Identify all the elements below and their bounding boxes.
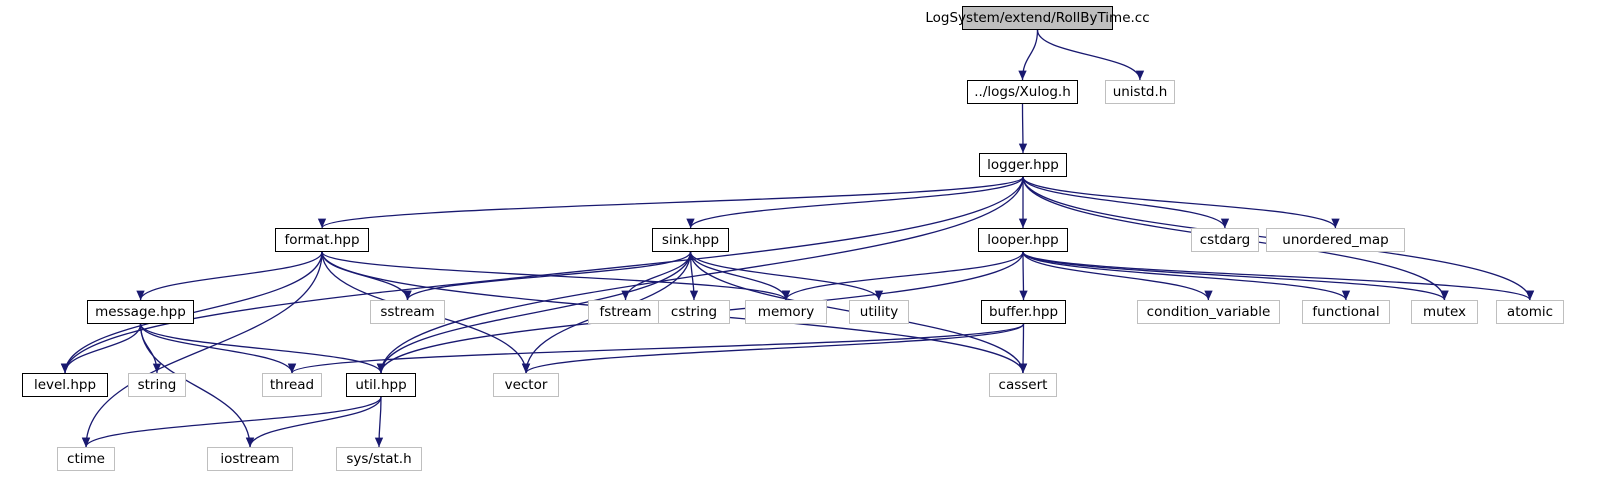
node-cassert: cassert: [989, 373, 1057, 397]
node-iostream: iostream: [207, 447, 293, 471]
edge-xulog-to-logger: [1018, 103, 1028, 154]
edge-logger-to-format: [318, 176, 1024, 229]
edge-looper-to-functional: [1022, 251, 1351, 301]
edge-logger-to-sink: [686, 176, 1024, 229]
edge-util-to-iostream: [245, 396, 382, 448]
edge-message-to-level: [60, 323, 142, 374]
edge-root-to-xulog: [1018, 29, 1039, 81]
node-message-hpp[interactable]: message.hpp: [87, 300, 194, 324]
node-buffer-hpp[interactable]: buffer.hpp: [981, 300, 1066, 324]
node-vector: vector: [493, 373, 559, 397]
node-string: string: [128, 373, 186, 397]
node-atomic: atomic: [1496, 300, 1564, 324]
edge-util-to-sysstat: [374, 396, 384, 448]
edge-sink-to-fstream: [621, 251, 692, 301]
node-sink-hpp[interactable]: sink.hpp: [652, 228, 729, 252]
node-sstream: sstream: [370, 300, 445, 324]
node-logger-hpp[interactable]: logger.hpp: [979, 153, 1067, 177]
edge-logger-to-util: [376, 176, 1024, 374]
node-unistd-h: unistd.h: [1105, 80, 1175, 104]
edge-looper-to-buffer: [1019, 251, 1028, 301]
node-mutex: mutex: [1411, 300, 1478, 324]
node-root[interactable]: LogSystem/extend/RollByTime.cc: [925, 6, 1150, 30]
node-ctime: ctime: [57, 447, 115, 471]
node-unordered-map: unordered_map: [1266, 228, 1405, 252]
edge-logger-to-umap: [1022, 176, 1340, 229]
edge-looper-to-atomic: [1022, 251, 1534, 301]
node-cstdarg: cstdarg: [1191, 228, 1259, 252]
edge-message-to-iostream: [139, 323, 255, 448]
node-looper-hpp[interactable]: looper.hpp: [978, 228, 1068, 252]
edge-looper-to-mutex: [1022, 251, 1449, 301]
node-functional: functional: [1302, 300, 1390, 324]
edge-buffer-to-thread: [288, 323, 1025, 374]
node-thread: thread: [262, 373, 322, 397]
node-sys-stat-h: sys/stat.h: [336, 447, 422, 471]
node-utility: utility: [849, 300, 909, 324]
node-level-hpp[interactable]: level.hpp: [22, 373, 108, 397]
edge-logger-to-cstdarg: [1022, 176, 1230, 229]
edge-sink-to-utility: [689, 251, 884, 301]
edge-format-to-ctime: [81, 251, 323, 448]
edge-sink-to-util: [376, 251, 692, 374]
edge-format-to-message: [136, 251, 323, 301]
node-util-hpp[interactable]: util.hpp: [346, 373, 416, 397]
edge-looper-to-memory: [781, 251, 1024, 301]
node-condition-variable: condition_variable: [1137, 300, 1280, 324]
edge-buffer-to-vector: [522, 323, 1025, 374]
node-xulog-h[interactable]: ../logs/Xulog.h: [967, 80, 1078, 104]
edge-util-to-ctime: [81, 396, 382, 448]
edge-root-to-unistd: [1036, 29, 1145, 81]
node-cstring: cstring: [658, 300, 730, 324]
edge-buffer-to-cassert: [1018, 323, 1028, 374]
edge-message-to-util: [139, 323, 386, 374]
edge-looper-to-condvar: [1022, 251, 1213, 301]
edge-message-to-thread: [139, 323, 297, 374]
node-memory: memory: [745, 300, 827, 324]
node-format-hpp[interactable]: format.hpp: [275, 228, 369, 252]
edge-sink-to-sstream: [403, 251, 692, 301]
node-fstream: fstream: [588, 300, 663, 324]
